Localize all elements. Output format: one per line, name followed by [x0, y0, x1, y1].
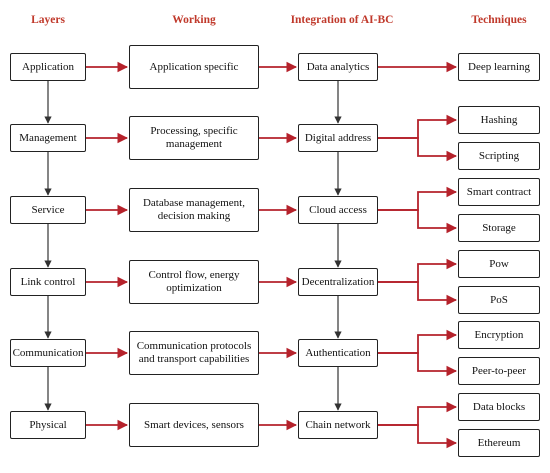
technique-box: Data blocks — [458, 393, 540, 421]
layer-box: Physical — [10, 411, 86, 439]
technique-box: Scripting — [458, 142, 540, 170]
integration-box: Decentralization — [298, 268, 378, 296]
arrow-integration-to-technique — [378, 114, 458, 139]
technique-box: Pow — [458, 250, 540, 278]
working-box: Processing, specific management — [129, 116, 259, 160]
integration-box: Cloud access — [298, 196, 378, 224]
technique-box: Smart contract — [458, 178, 540, 206]
arrow-integration-to-technique — [378, 186, 458, 211]
arrow-integration-to-technique — [378, 401, 458, 426]
header-working: Working — [172, 14, 216, 26]
technique-box: PoS — [458, 286, 540, 314]
arrow-integration-to-technique — [378, 281, 458, 306]
arrow-integration-to-technique — [378, 258, 458, 283]
technique-box: Hashing — [458, 106, 540, 134]
technique-box: Deep learning — [458, 53, 540, 81]
layer-box: Link control — [10, 268, 86, 296]
layer-box: Management — [10, 124, 86, 152]
header-integration: Integration of AI-BC — [290, 14, 394, 26]
arrow-integration-to-technique — [378, 424, 458, 449]
layer-box: Service — [10, 196, 86, 224]
arrow-integration-to-technique — [378, 137, 458, 162]
working-box: Application specific — [129, 45, 259, 89]
arrow-integration-to-technique — [378, 209, 458, 234]
arrow-integration-to-technique — [378, 352, 458, 377]
working-box: Communication protocols and transport ca… — [129, 331, 259, 375]
integration-box: Digital address — [298, 124, 378, 152]
working-box: Smart devices, sensors — [129, 403, 259, 447]
integration-box: Authentication — [298, 339, 378, 367]
technique-box: Storage — [458, 214, 540, 242]
header-layers: Layers — [31, 14, 65, 26]
working-box: Database management, decision making — [129, 188, 259, 232]
integration-box: Data analytics — [298, 53, 378, 81]
working-box: Control flow, energy optimization — [129, 260, 259, 304]
technique-box: Peer-to-peer — [458, 357, 540, 385]
integration-box: Chain network — [298, 411, 378, 439]
arrow-integration-to-technique — [378, 329, 458, 354]
header-techniques: Techniques — [471, 14, 527, 26]
technique-box: Ethereum — [458, 429, 540, 457]
technique-box: Encryption — [458, 321, 540, 349]
layer-box: Communication — [10, 339, 86, 367]
layer-box: Application — [10, 53, 86, 81]
